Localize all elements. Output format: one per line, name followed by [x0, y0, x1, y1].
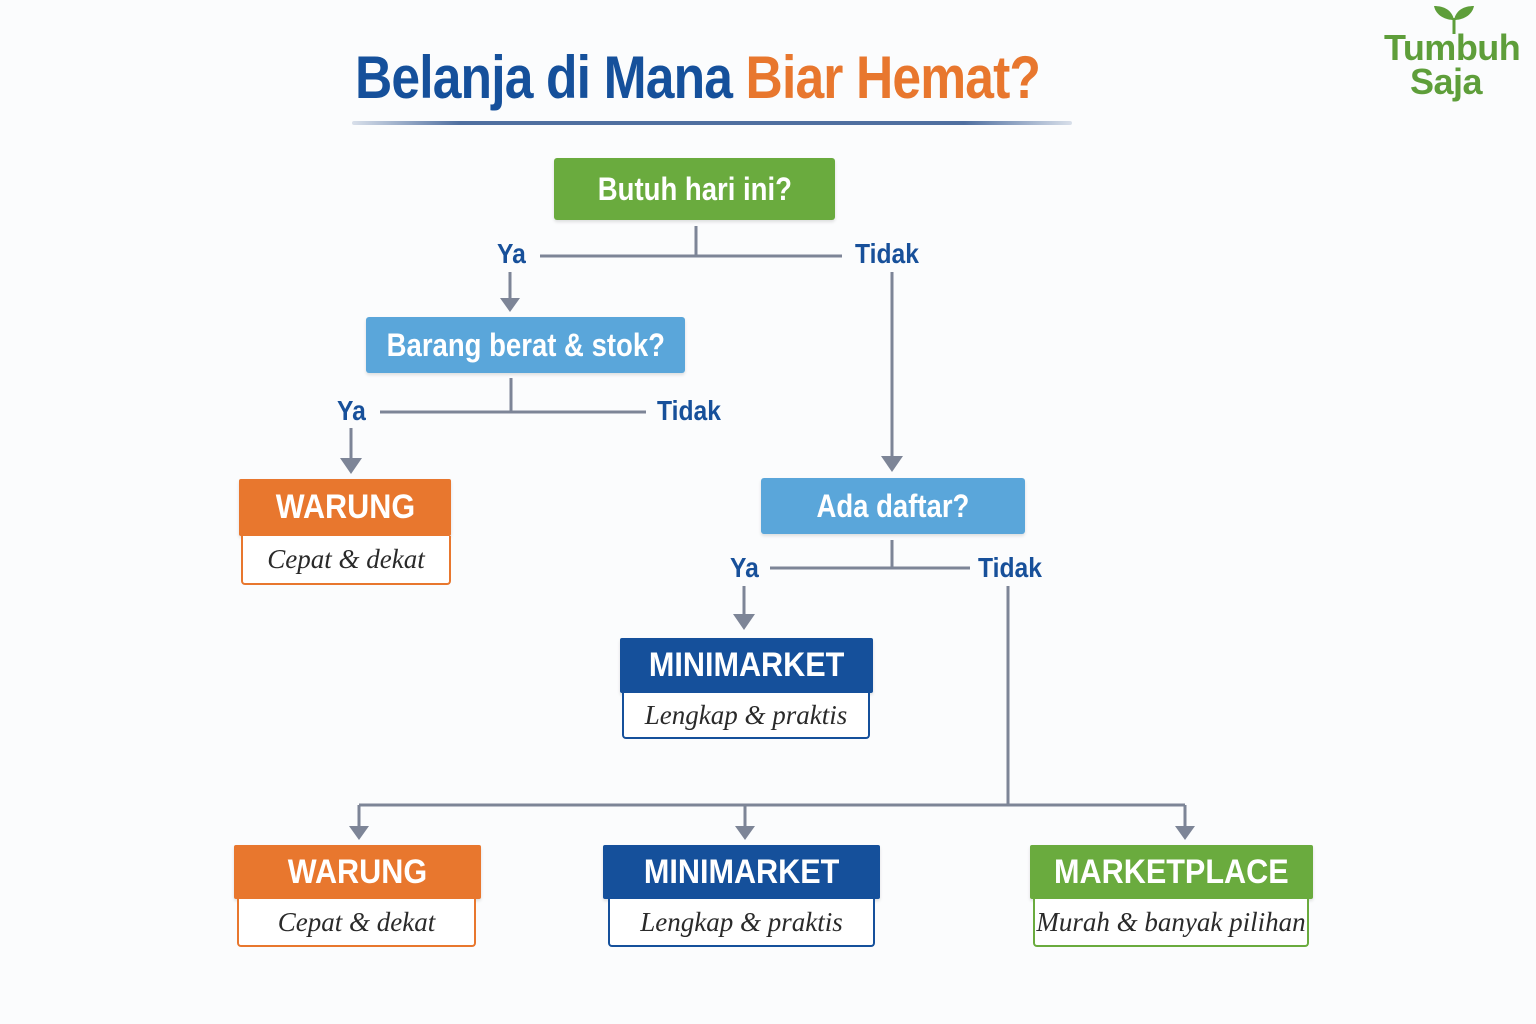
branch-label-q2-no: Tidak: [657, 395, 721, 426]
question-box-barang-berat: Barang berat & stok?: [366, 317, 685, 373]
arrowhead-bottom-minimarket: [735, 826, 755, 840]
title-part-orange: Biar Hemat?: [745, 44, 1041, 111]
branch-label-q3-no: Tidak: [978, 552, 1042, 583]
branch-label-q1-yes: Ya: [497, 238, 526, 269]
page-title: Belanja di Mana Biar Hemat?: [355, 38, 1041, 118]
branch-label-q3-yes: Ya: [730, 552, 759, 583]
logo-text-saja: Saja: [1410, 61, 1483, 102]
title-underline: [352, 121, 1072, 125]
result-marketplace-bottom-desc: Murah & banyak pilihan: [1033, 899, 1309, 947]
arrowhead-bottom-marketplace: [1175, 826, 1195, 840]
question-box-butuh-hari-ini: Butuh hari ini?: [554, 158, 835, 220]
question-label: Butuh hari ini?: [597, 170, 792, 207]
result-warung-bottom-header: WARUNG: [234, 845, 481, 899]
question-box-ada-daftar: Ada daftar?: [761, 478, 1025, 534]
arrowhead-bottom-warung: [349, 826, 369, 840]
result-warung-top-header: WARUNG: [239, 479, 451, 536]
title-part-blue: Belanja di Mana: [355, 44, 733, 111]
arrowhead-q1-no: [881, 456, 903, 472]
sprout-icon: [1434, 6, 1474, 34]
arrowhead-q3-yes: [733, 614, 755, 630]
branch-label-q2-yes: Ya: [337, 395, 366, 426]
result-minimarket-mid-header: MINIMARKET: [620, 638, 873, 693]
logo-text-tumbuh: Tumbuh: [1384, 27, 1521, 68]
question-label: Barang berat & stok?: [386, 326, 665, 363]
result-warung-top-desc: Cepat & dekat: [241, 536, 451, 585]
result-minimarket-bottom-desc: Lengkap & praktis: [608, 899, 875, 947]
result-minimarket-mid-desc: Lengkap & praktis: [622, 693, 870, 739]
arrowhead-q1-yes: [500, 298, 520, 312]
result-marketplace-bottom-header: MARKETPLACE: [1030, 845, 1313, 899]
branch-label-q1-no: Tidak: [855, 238, 919, 269]
result-warung-bottom-desc: Cepat & dekat: [237, 899, 476, 947]
question-label: Ada daftar?: [816, 487, 970, 524]
arrowhead-q2-yes: [340, 458, 362, 474]
result-minimarket-bottom-header: MINIMARKET: [603, 845, 880, 899]
